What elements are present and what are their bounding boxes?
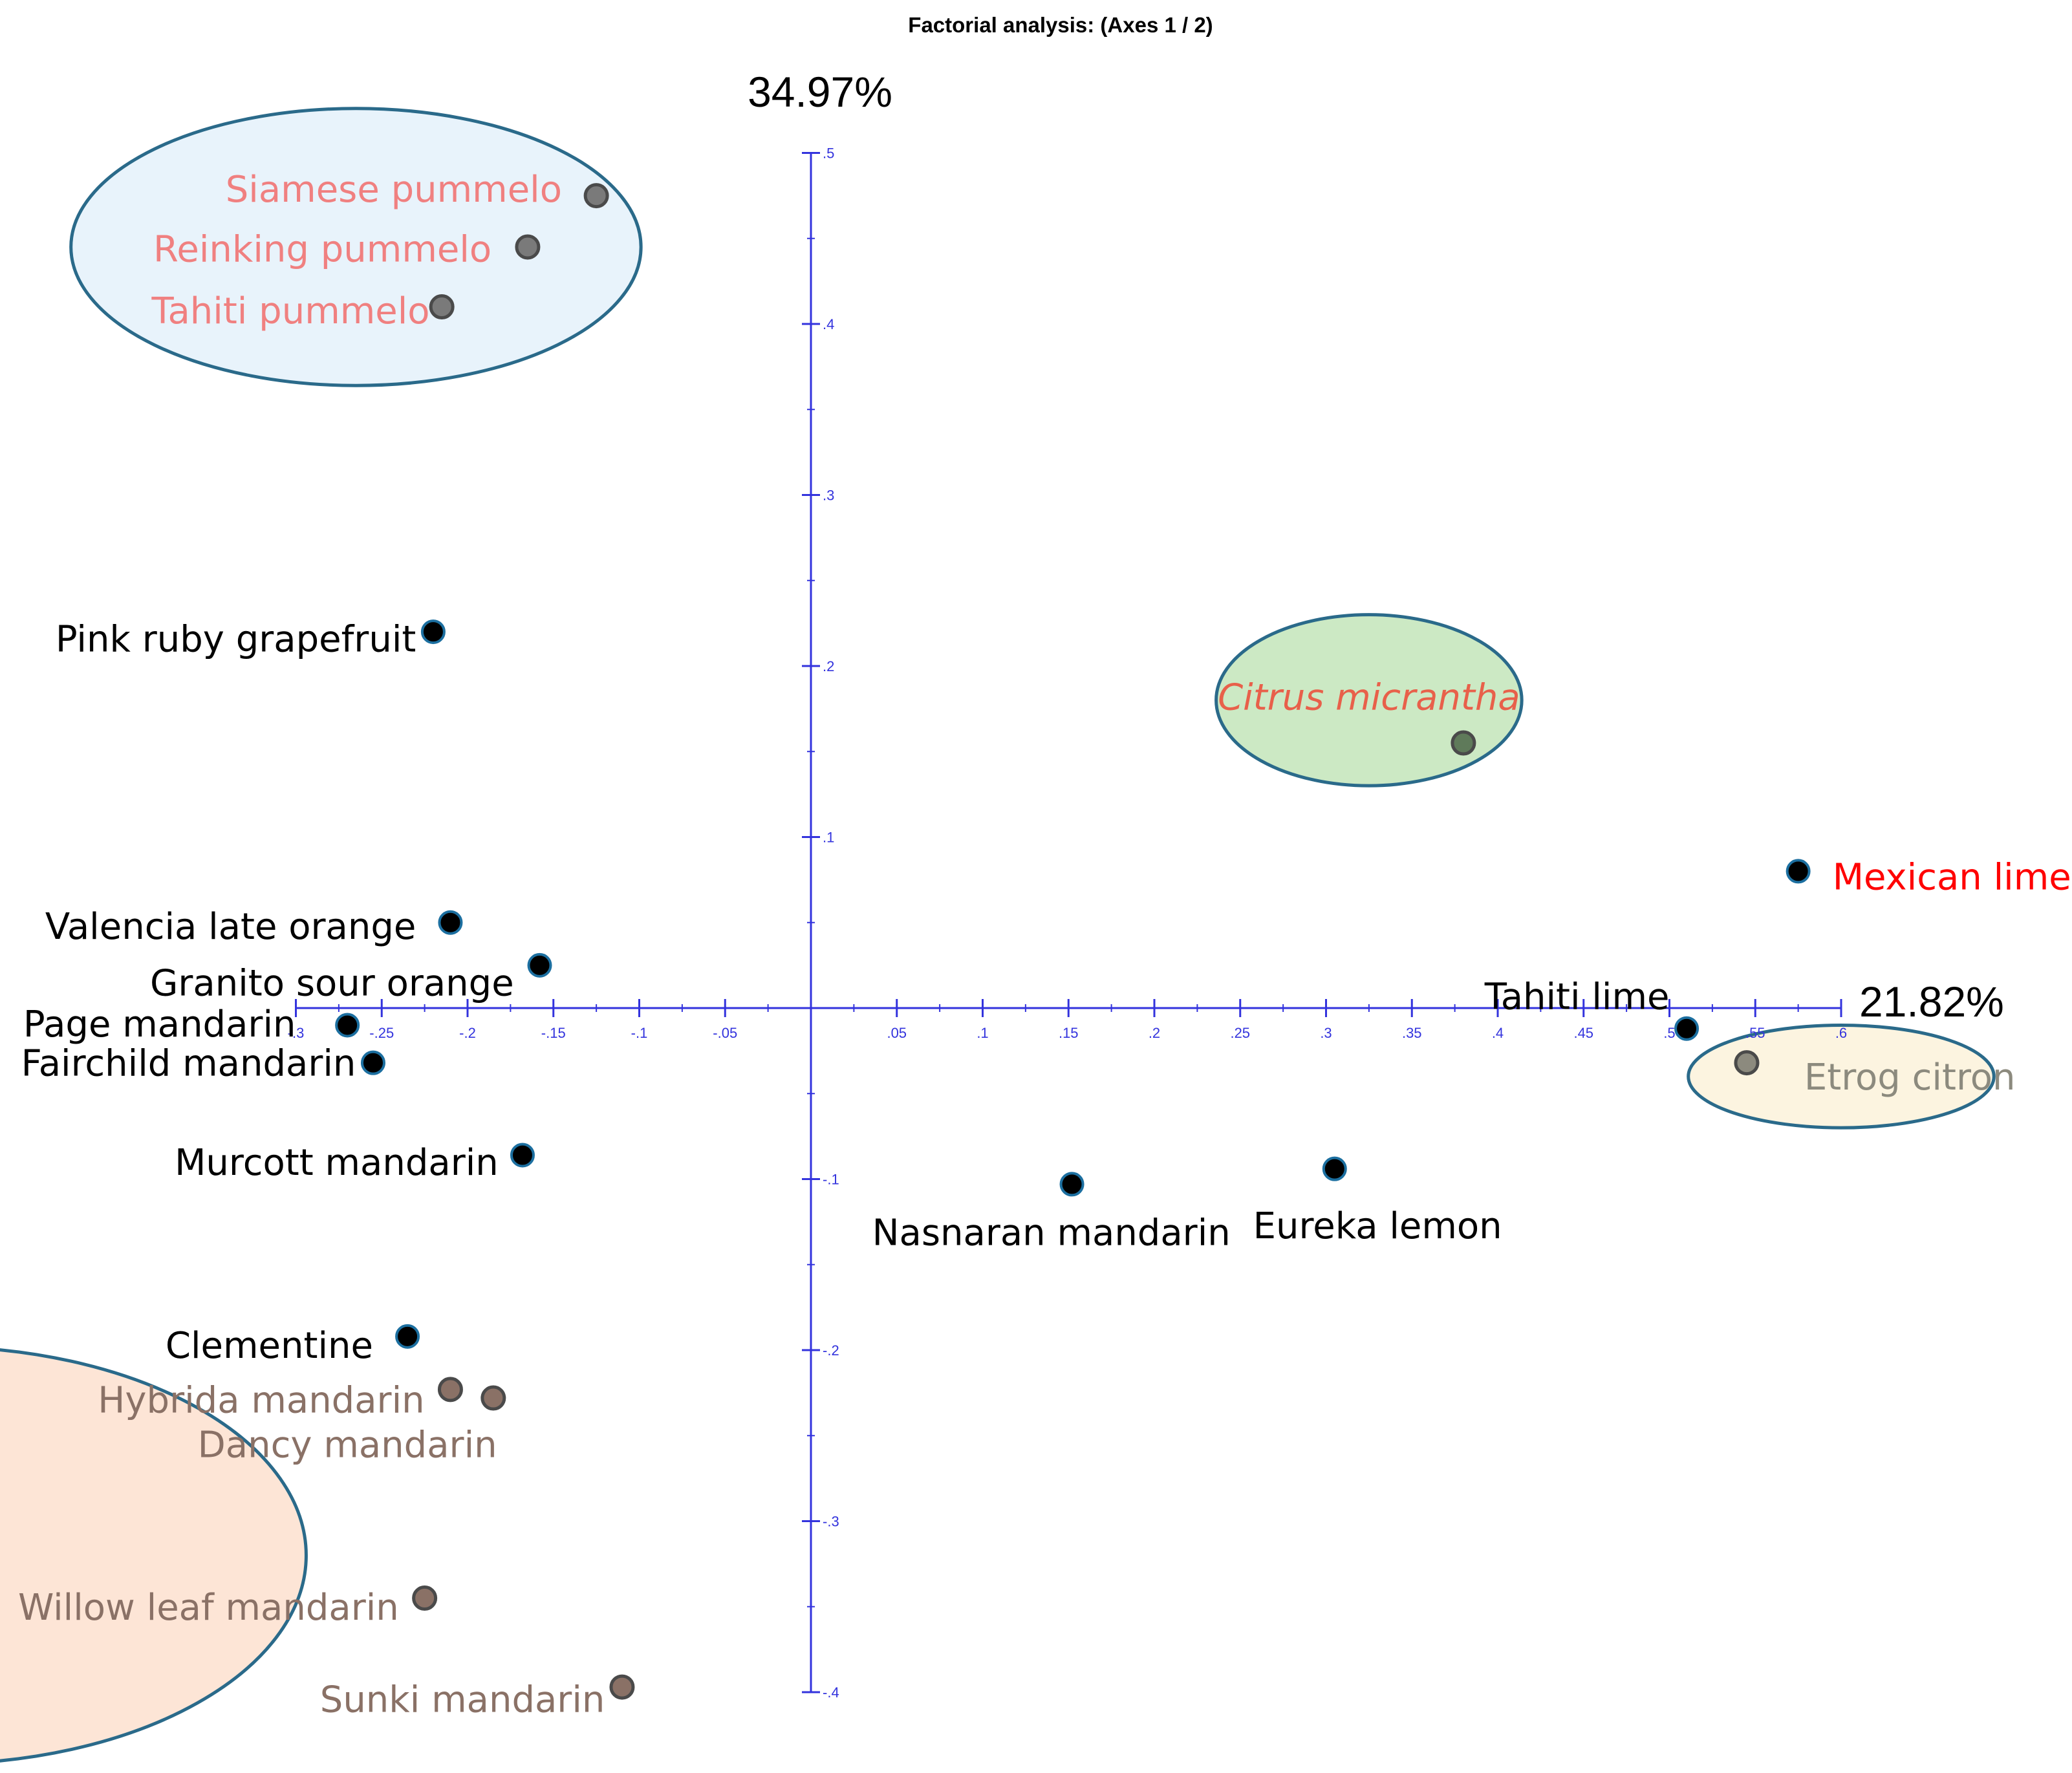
x-axis-percentage: 21.82% (1859, 978, 2004, 1026)
chart-title: Factorial analysis: (Axes 1 / 2) (908, 13, 1213, 37)
x-tick-label: -.3 (288, 1025, 305, 1041)
y-tick-label: .1 (823, 830, 834, 846)
data-point (527, 952, 552, 978)
data-label: Clementine (166, 1325, 373, 1367)
x-tick-label: -.2 (459, 1025, 476, 1041)
data-label: Etrog citron (1804, 1057, 2016, 1099)
data-label: Fairchild mandarin (21, 1043, 356, 1085)
data-label: Sunki mandarin (320, 1679, 605, 1721)
x-tick-label: .5 (1663, 1025, 1675, 1041)
x-tick-label: .55 (1745, 1025, 1765, 1041)
x-tick-label: -.1 (631, 1025, 648, 1041)
data-point (1674, 1016, 1700, 1041)
data-point (510, 1143, 535, 1168)
data-point (1786, 859, 1811, 884)
x-tick-label: .35 (1402, 1025, 1422, 1041)
data-point (335, 1013, 360, 1038)
y-tick-label: -.4 (823, 1684, 839, 1701)
axes: -.3 -.25 -.2 -.15 -.1 -.05 .05 .1 .15 .2 .25 .3 .35.… (288, 145, 1848, 1701)
data-label: Dancy mandarin (198, 1424, 497, 1466)
data-label: Citrus micrantha (1218, 677, 1520, 719)
x-tick-label: .3 (1320, 1025, 1332, 1041)
y-tick-label: .2 (823, 658, 834, 674)
data-point (515, 234, 541, 260)
data-label: Page mandarin (23, 1004, 296, 1046)
data-point (583, 183, 609, 209)
data-label: Granito sour orange (150, 962, 514, 1004)
data-point (1059, 1172, 1085, 1197)
x-tick-label: .4 (1492, 1025, 1504, 1041)
y-tick-label: -.3 (823, 1514, 839, 1530)
data-label: Tahiti pummelo (151, 290, 430, 332)
x-tick-label: .2 (1149, 1025, 1160, 1041)
data-label: Willow leaf mandarin (18, 1587, 399, 1629)
y-tick-label: -.2 (823, 1342, 839, 1359)
data-label: Siamese pummelo (226, 169, 562, 211)
cluster-ellipse-citron (1687, 1023, 1996, 1130)
data-point (412, 1585, 438, 1611)
y-tick-label: -.1 (823, 1172, 839, 1188)
data-label: Nasnaran mandarin (872, 1212, 1231, 1254)
x-tick-label: .6 (1835, 1025, 1847, 1041)
x-tick-label: -.15 (541, 1025, 566, 1041)
y-tick-label: .4 (823, 316, 834, 332)
data-label: Reinking pummelo (153, 229, 491, 271)
data-label: Hybrida mandarin (98, 1380, 424, 1422)
x-tick-label: .1 (977, 1025, 988, 1041)
data-label: Tahiti lime (1484, 976, 1670, 1018)
x-tick-label: -.05 (713, 1025, 737, 1041)
cluster-ellipses (0, 107, 1996, 1763)
data-point (438, 910, 463, 935)
data-point (609, 1674, 635, 1700)
y-tick-label: .3 (823, 488, 834, 504)
data-label: Valencia late orange (45, 906, 416, 948)
data-point (437, 1377, 463, 1402)
data-label: Pink ruby grapefruit (56, 619, 416, 661)
data-point (395, 1324, 420, 1349)
data-label: Eureka lemon (1253, 1205, 1502, 1247)
x-tick-label: .15 (1059, 1025, 1079, 1041)
data-label: Murcott mandarin (175, 1142, 499, 1184)
y-axis-percentage: 34.97% (748, 68, 892, 116)
x-tick-label: -.25 (369, 1025, 394, 1041)
data-points (335, 183, 1811, 1700)
data-label: Mexican lime (1833, 856, 2071, 898)
data-point (420, 619, 446, 645)
x-tick-label: .25 (1230, 1025, 1250, 1041)
data-point (360, 1050, 385, 1075)
data-point (1322, 1156, 1347, 1181)
data-point (480, 1385, 506, 1411)
x-tick-label: .05 (887, 1025, 907, 1041)
x-tick-label: .45 (1573, 1025, 1593, 1041)
cluster-ellipse-micrantha (1214, 613, 1524, 788)
data-point (1734, 1050, 1760, 1076)
y-tick-label: .5 (823, 145, 834, 162)
data-point (429, 294, 455, 320)
cluster-ellipse-mandarin (0, 1348, 308, 1763)
cluster-ellipse-pummelo (69, 107, 643, 387)
data-point (1451, 730, 1476, 756)
